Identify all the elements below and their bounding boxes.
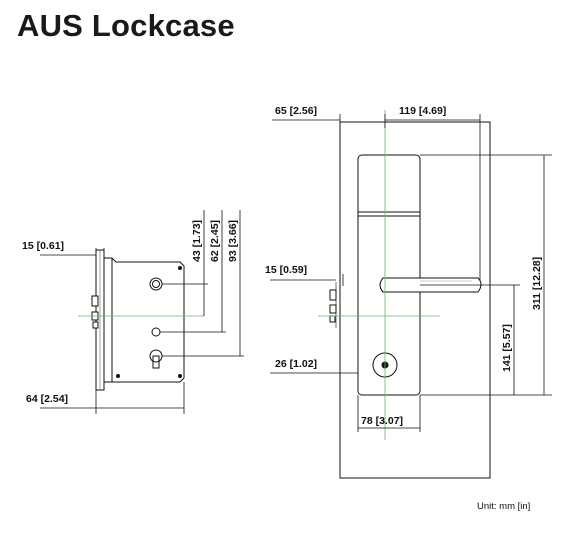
dim-119-label: 119 [4.69] (399, 105, 446, 117)
front-view (329, 154, 482, 396)
spindle-hole (149, 277, 163, 291)
latch-bolt (91, 295, 99, 307)
dim-93-label: 93 [3.66] (227, 220, 239, 262)
dim-311-label: 311 [12.28] (531, 257, 543, 310)
page-title: AUS Lockcase (17, 8, 235, 43)
escutcheon-plate (357, 154, 421, 396)
lockcase-body (104, 257, 185, 383)
dim-141-label: 141 [5.57] (501, 324, 513, 372)
dim-26-label: 26 [1.02] (275, 358, 317, 370)
unit-note: Unit: mm [in] (477, 501, 531, 512)
dim-65-label: 65 [2.56] (275, 105, 317, 117)
dim-43-label: 43 [1.73] (191, 220, 203, 262)
dim-15-side-label: 15 [0.61] (22, 240, 64, 252)
dim-78-label: 78 [3.07] (361, 415, 403, 427)
side-view (91, 249, 185, 391)
dim-64-label: 64 [2.54] (26, 393, 68, 405)
lever-hole (151, 327, 161, 337)
front-latch (329, 289, 337, 301)
dim-62-label: 62 [2.45] (209, 220, 221, 262)
door-outline (339, 121, 491, 479)
dim-15-front-label: 15 [0.59] (265, 264, 307, 276)
